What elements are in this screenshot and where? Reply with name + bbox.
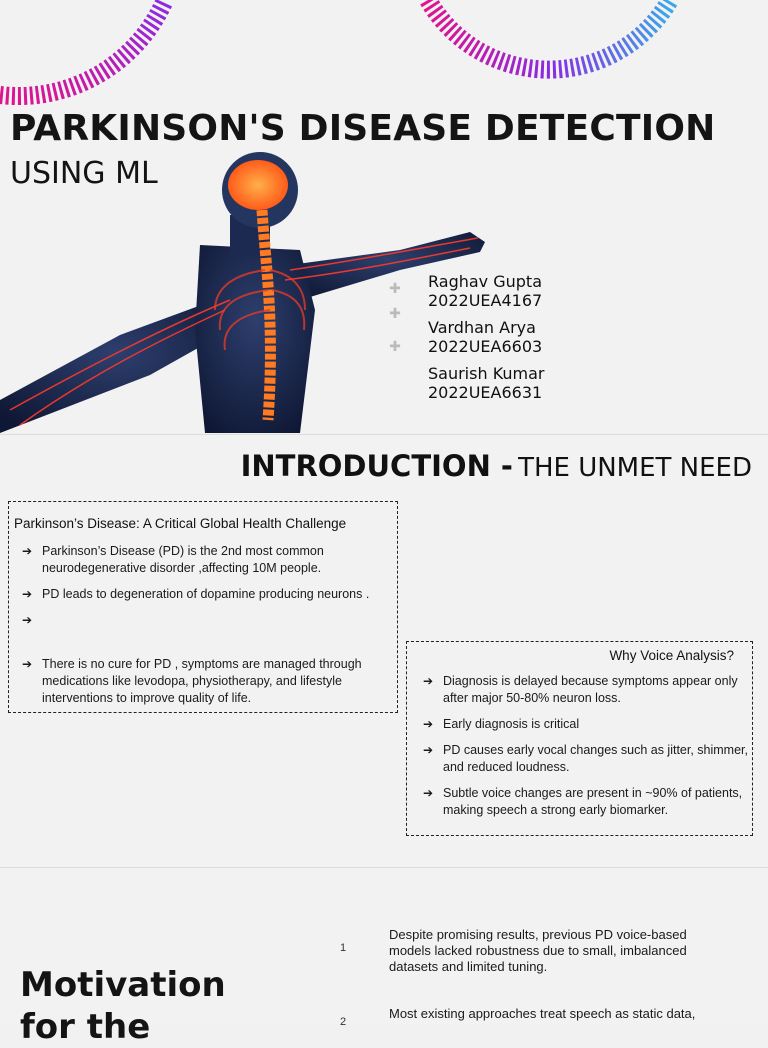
point-number: 1 (340, 942, 347, 954)
bullet-list: ➔Parkinson’s Disease (PD) is the 2nd mos… (14, 543, 397, 707)
list-item: ➔ (14, 612, 397, 629)
ring-decoration-left (0, 0, 174, 106)
list-item: ➔Subtle voice changes are present in ~90… (423, 786, 743, 817)
list-item: ➔Early diagnosis is critical (423, 717, 580, 731)
box-title: Why Voice Analysis? (609, 648, 734, 663)
heading-light: THE UNMET NEED (518, 453, 752, 483)
arrow-icon: ➔ (423, 786, 434, 800)
pd-challenge-box: Parkinson’s Disease: A Critical Global H… (8, 501, 398, 713)
motivation-slide: Motivation for the 1 Despite promising r… (0, 867, 768, 1047)
ring-decoration-right (420, 0, 678, 79)
author-name: Raghav Gupta (428, 272, 542, 291)
presentation-subtitle: USING ML (10, 156, 158, 191)
introduction-slide: INTRODUCTION - THE UNMET NEED Parkinson’… (0, 434, 768, 866)
box-title: Parkinson’s Disease: A Critical Global H… (14, 516, 347, 531)
list-item: ➔There is no cure for PD , symptoms are … (22, 657, 362, 705)
author-name: Saurish Kumar (428, 364, 545, 383)
point-text: Most existing approaches treat speech as… (389, 1006, 696, 1021)
introduction-heading: INTRODUCTION - THE UNMET NEED (241, 449, 752, 483)
list-item: ➔PD leads to degeneration of dopamine pr… (22, 587, 370, 601)
arrow-icon: ➔ (22, 544, 33, 558)
arrow-icon: ➔ (22, 657, 33, 671)
list-item: ➔Diagnosis is delayed because symptoms a… (423, 674, 738, 705)
heading-bold: INTRODUCTION - (240, 449, 513, 483)
plus-icon: ✚ (389, 338, 401, 354)
plus-icon: ✚ (389, 280, 401, 296)
arrow-icon: ➔ (423, 743, 434, 757)
plus-icon: ✚ (389, 305, 401, 321)
presentation-title: PARKINSON'S DISEASE DETECTION (10, 108, 716, 149)
arrow-icon: ➔ (423, 717, 434, 731)
list-item: ➔PD causes early vocal changes such as j… (423, 743, 748, 774)
author-list: Raghav Gupta 2022UEA4167 Vardhan Arya 20… (428, 272, 545, 410)
author-id: 2022UEA4167 (428, 291, 543, 310)
title-slide: PARKINSON'S DISEASE DETECTION USING ML ✚… (0, 0, 768, 433)
author-id: 2022UEA6631 (428, 383, 543, 402)
author-id: 2022UEA6603 (428, 337, 543, 356)
point-number: 2 (340, 1016, 347, 1028)
list-item: ➔Parkinson’s Disease (PD) is the 2nd mos… (22, 544, 324, 575)
arrow-icon: ➔ (22, 613, 33, 627)
author-name: Vardhan Arya (428, 318, 536, 337)
arrow-icon: ➔ (22, 587, 33, 601)
point-text: Despite promising results, previous PD v… (389, 927, 687, 974)
human-anatomy-illustration (0, 152, 485, 433)
voice-analysis-box: Why Voice Analysis? ➔Diagnosis is delaye… (406, 641, 753, 836)
arrow-icon: ➔ (423, 674, 434, 688)
bullet-list: ➔Diagnosis is delayed because symptoms a… (419, 673, 752, 819)
motivation-heading: Motivation for the (20, 965, 226, 1047)
